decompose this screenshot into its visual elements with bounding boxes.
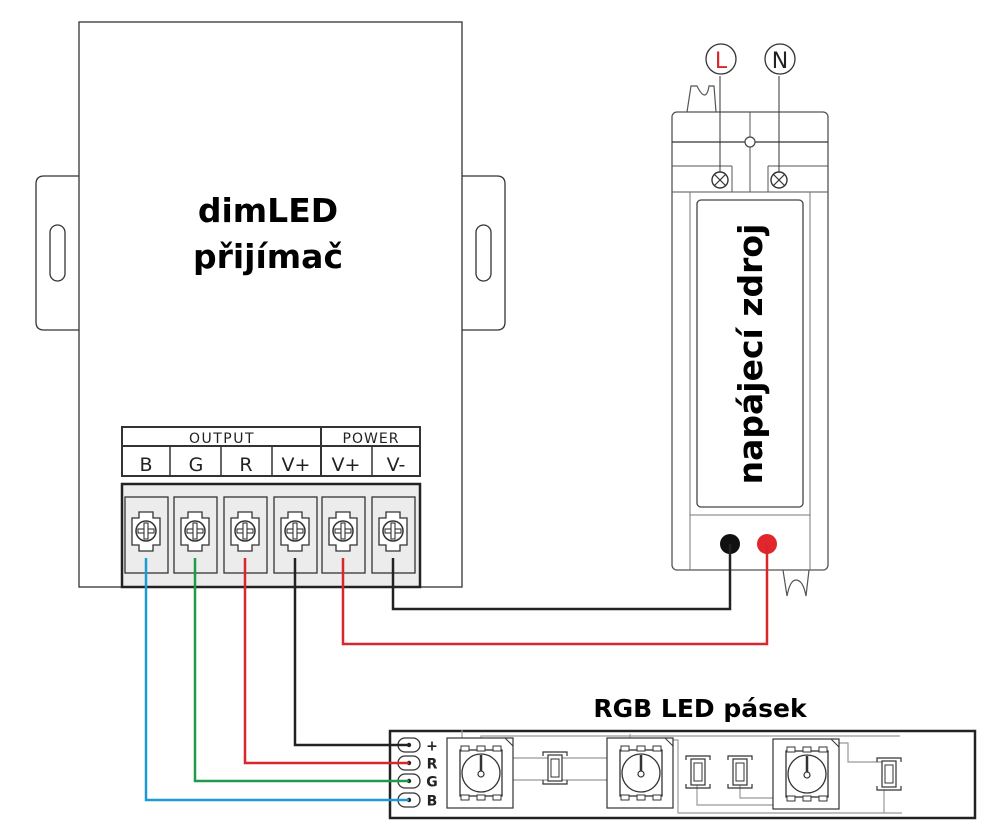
terminal-label-vplus-in: V+ bbox=[332, 454, 361, 476]
smd-resistor-3 bbox=[727, 755, 753, 789]
receiver-title-line1: dimLED bbox=[198, 191, 338, 230]
input-l-label: L bbox=[715, 49, 728, 74]
input-screw-l bbox=[711, 171, 729, 189]
terminal-label-b: B bbox=[139, 454, 152, 476]
mounting-ear-bottom bbox=[782, 569, 810, 597]
smd-resistor-4 bbox=[876, 757, 902, 791]
wire-red bbox=[243, 558, 409, 765]
terminal-screw-4 bbox=[273, 496, 318, 574]
power-supply-unit: napájecí zdroj L N bbox=[671, 43, 829, 597]
terminal-label-g: G bbox=[189, 454, 204, 476]
wire-vplus-black bbox=[293, 558, 409, 747]
smd-resistor-2 bbox=[685, 755, 711, 789]
terminal-label-table: OUTPUT POWER B G R V+ V+ V- bbox=[121, 426, 421, 477]
power-supply-label: napájecí zdroj bbox=[731, 224, 770, 485]
wire-green bbox=[193, 558, 409, 783]
wire-blue bbox=[144, 558, 409, 802]
terminal-block bbox=[120, 482, 422, 589]
wires bbox=[144, 544, 769, 802]
smd-led-2 bbox=[606, 737, 674, 809]
smd-resistor-1 bbox=[542, 751, 568, 785]
power-header: POWER bbox=[343, 431, 400, 447]
wire-power-positive bbox=[341, 544, 769, 646]
smd-led-3 bbox=[772, 738, 840, 810]
smd-led-1 bbox=[446, 737, 514, 809]
power-supply-label-panel bbox=[696, 199, 804, 508]
strip-pad-label: R bbox=[427, 757, 438, 773]
wire-power-negative bbox=[391, 544, 732, 611]
strip-pad-label: G bbox=[426, 775, 438, 791]
mounting-ear-top bbox=[686, 85, 717, 113]
mounting-slot-right bbox=[475, 224, 492, 282]
strip-pad-label: + bbox=[426, 739, 438, 755]
receiver-unit: dimLED přijímač OUTPUT POWER B G R V+ V+… bbox=[35, 21, 506, 589]
input-n-marker: N bbox=[764, 43, 796, 75]
terminal-label-vminus-in: V- bbox=[387, 454, 406, 476]
terminal-label-vplus-out: V+ bbox=[282, 454, 311, 476]
input-n-label: N bbox=[772, 49, 788, 74]
input-screw-n bbox=[770, 171, 788, 189]
led-strip: RGB LED pásek + RGB bbox=[388, 694, 977, 820]
terminal-label-r: R bbox=[239, 454, 252, 476]
receiver-title-line2: přijímač bbox=[193, 237, 343, 276]
strip-pad-label: B bbox=[427, 794, 438, 810]
output-header: OUTPUT bbox=[189, 431, 255, 447]
led-strip-title: RGB LED pásek bbox=[593, 694, 808, 723]
input-l-marker: L bbox=[705, 43, 737, 75]
mounting-slot-left bbox=[49, 224, 66, 282]
